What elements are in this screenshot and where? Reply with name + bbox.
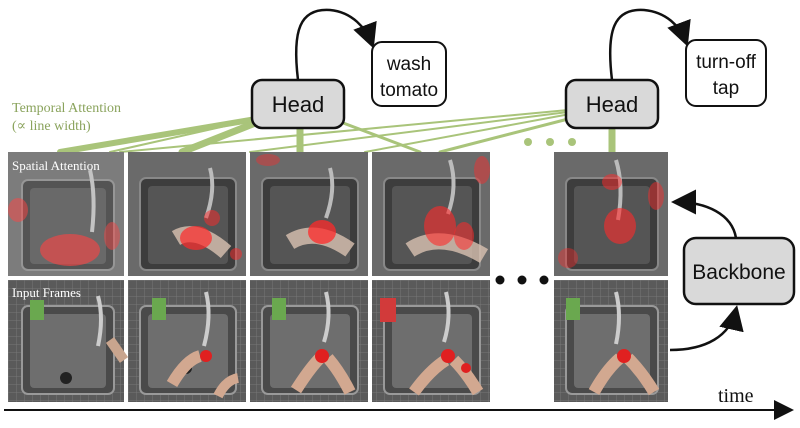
arrow-head-to-output-left [294, 8, 377, 81]
spatial-attention-frame: Spatial Attention [8, 152, 124, 276]
spatial-attention-frame [554, 152, 668, 276]
temporal-attention-lines-left [57, 114, 422, 156]
spatial-attention-label: Spatial Attention [12, 158, 100, 173]
backbone-label: Backbone [692, 261, 785, 284]
output-box-left: wash tomato [371, 41, 447, 107]
spatial-attention-row: Spatial Attention [8, 152, 668, 276]
ellipsis-dots-top [524, 138, 576, 146]
time-axis-label: time [718, 385, 754, 407]
spatial-attention-frame [250, 152, 368, 276]
backbone-box: Backbone [682, 236, 796, 306]
arrow-backbone-to-attention [671, 189, 738, 239]
output-box-right: turn-off tap [685, 39, 767, 107]
head-box-left: Head [250, 78, 346, 130]
output-left-line1: wash [386, 54, 431, 75]
head-box-right: Head [564, 78, 660, 130]
head-right-label: Head [586, 92, 639, 117]
input-frames-row: Input Frames [8, 280, 668, 402]
input-frame [372, 280, 490, 402]
input-frame [128, 280, 246, 402]
input-frame: Input Frames [8, 280, 129, 402]
spatial-attention-frame [128, 152, 246, 276]
input-frame [554, 280, 668, 402]
temporal-attention-lines-right [119, 109, 616, 156]
head-left-label: Head [272, 92, 325, 117]
ellipsis-dots-middle [495, 275, 549, 285]
spatial-attention-frame [372, 152, 490, 276]
arrow-frames-to-backbone [669, 305, 744, 352]
input-frames-label: Input Frames [12, 285, 81, 300]
output-right-line2: tap [713, 78, 739, 99]
temporal-attention-sublabel: (∝ line width) [12, 119, 91, 134]
temporal-attention-label: Temporal Attention [12, 101, 121, 116]
output-left-line2: tomato [380, 80, 438, 101]
arrow-head-to-output-right [608, 8, 691, 81]
output-right-line1: turn-off [696, 52, 757, 73]
input-frame [250, 280, 368, 402]
